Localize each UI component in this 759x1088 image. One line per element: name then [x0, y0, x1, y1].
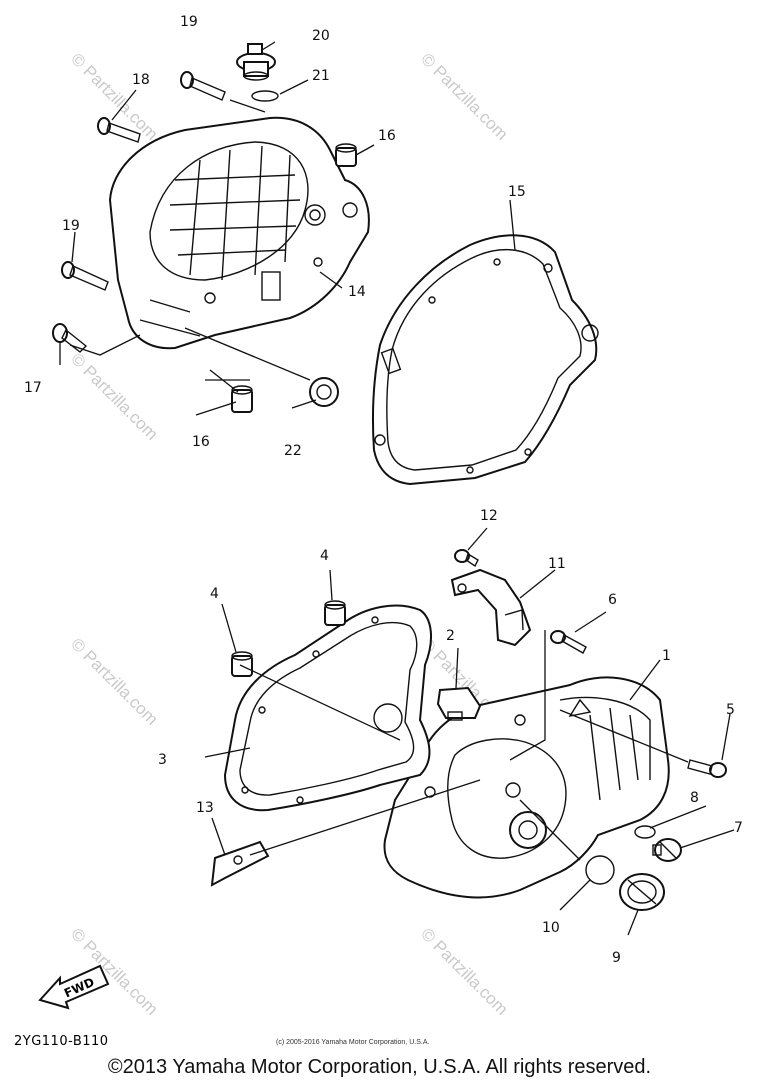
bolt	[97, 117, 141, 143]
callout-label: 19	[62, 218, 80, 234]
bolt	[180, 71, 226, 101]
watermark: © Partzilla.com	[67, 349, 161, 443]
fwd-arrow-icon: FWD	[38, 964, 110, 1010]
dowel-pin	[324, 600, 346, 626]
o-ring	[251, 90, 279, 102]
callout-label: 14	[348, 284, 366, 300]
callout-label: 18	[132, 72, 150, 88]
callout-label: 9	[612, 950, 621, 966]
callout-label: 11	[548, 556, 566, 572]
callout-label: 5	[726, 702, 735, 718]
gasket	[371, 234, 599, 486]
callout-label: 22	[284, 443, 302, 459]
crankcase-cover	[108, 116, 370, 350]
dowel-pin	[231, 385, 253, 413]
callout-label: 16	[378, 128, 396, 144]
leader-lines-upper	[59, 41, 516, 416]
o-ring	[634, 825, 656, 839]
watermark: © Partzilla.com	[417, 924, 511, 1018]
watermark: © Partzilla.com	[67, 49, 161, 143]
watermark: © Partzilla.com	[67, 924, 161, 1018]
callout-label: 19	[180, 14, 198, 30]
watermark: © Partzilla.com	[67, 634, 161, 728]
callout-label: 10	[542, 920, 560, 936]
callout-label: 7	[734, 820, 743, 836]
callout-label: 4	[320, 548, 329, 564]
bolt	[52, 323, 88, 353]
callout-label: 17	[24, 380, 42, 396]
callout-label: 15	[508, 184, 526, 200]
callout-label: 6	[608, 592, 617, 608]
callout-label: 16	[192, 434, 210, 450]
leader-lines-lower	[204, 527, 735, 936]
watermark: © Partzilla.com	[417, 49, 511, 143]
bolt	[687, 759, 727, 778]
bolt	[61, 261, 109, 291]
callout-label: 8	[690, 790, 699, 806]
callout-label: 12	[480, 508, 498, 524]
callout-label: 2	[446, 628, 455, 644]
screw	[454, 549, 479, 568]
o-ring	[585, 855, 615, 885]
callout-label: 13	[196, 800, 214, 816]
dowel-pin	[231, 651, 253, 677]
callout-label: 21	[312, 68, 330, 84]
diagram-code: 2YG110-B110	[14, 1034, 109, 1049]
small-copyright: (c) 2005-2016 Yamaha Motor Corporation, …	[276, 1039, 430, 1046]
neutral-switch	[436, 686, 482, 721]
callouts: 19 20 21 18 16 15 19 14 17 16 22 12 11 4…	[24, 14, 743, 966]
plate	[450, 568, 532, 647]
bolt	[550, 630, 587, 654]
gasket	[223, 604, 432, 812]
oil-seal	[309, 377, 339, 407]
bracket	[210, 840, 270, 887]
plug	[652, 838, 682, 862]
callout-label: 3	[158, 752, 167, 768]
crankcase-cover	[383, 676, 670, 899]
callout-label: 4	[210, 586, 219, 602]
callout-label: 20	[312, 28, 330, 44]
copyright-notice: ©2013 Yamaha Motor Corporation, U.S.A. A…	[107, 1056, 652, 1078]
plug	[619, 873, 665, 911]
oil-filler-plug	[236, 43, 276, 81]
callout-label: 1	[662, 648, 671, 664]
dowel-pin	[335, 143, 357, 167]
